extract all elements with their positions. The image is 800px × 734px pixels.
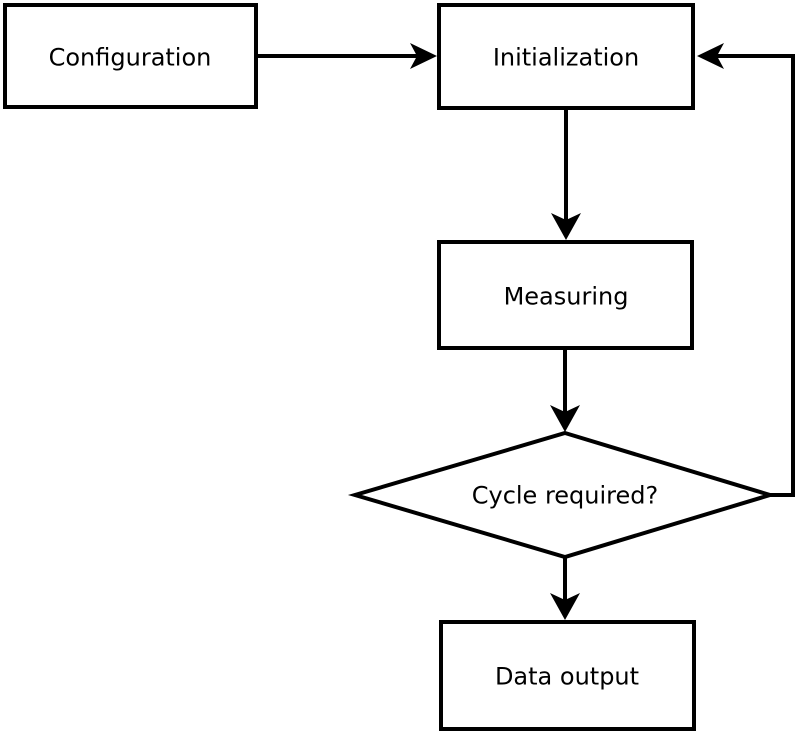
arrowhead-right-icon — [410, 43, 437, 69]
cycle-required-diamond — [347, 430, 777, 560]
edge-cycle-required-to-initialization — [697, 43, 795, 497]
data-output-box — [439, 620, 696, 731]
cycle-required-label: Cycle required? — [472, 481, 659, 509]
node-measuring: Measuring — [437, 240, 694, 350]
arrowhead-down-icon — [550, 405, 580, 432]
configuration-label: Configuration — [49, 43, 212, 71]
edge-configuration-to-initialization — [258, 43, 437, 69]
edge-cycle-required-to-data-output — [550, 557, 580, 620]
node-data-output: Data output — [439, 620, 696, 731]
measuring-box — [437, 240, 694, 350]
data-output-label: Data output — [495, 662, 639, 690]
configuration-box — [3, 3, 258, 109]
arrowhead-down-icon — [551, 213, 581, 240]
node-initialization: Initialization — [437, 3, 695, 110]
edge-initialization-to-measuring — [551, 110, 581, 240]
edge-measuring-to-cycle-required — [550, 350, 580, 432]
arrowhead-down-icon — [550, 593, 580, 620]
edge-cycle-required-to-initialization-line — [716, 54, 795, 497]
measuring-label: Measuring — [504, 282, 629, 310]
initialization-box — [437, 3, 695, 110]
node-configuration: Configuration — [3, 3, 258, 109]
initialization-label: Initialization — [493, 43, 639, 71]
arrowhead-left-icon — [697, 43, 724, 69]
node-cycle-required: Cycle required? — [347, 430, 777, 560]
